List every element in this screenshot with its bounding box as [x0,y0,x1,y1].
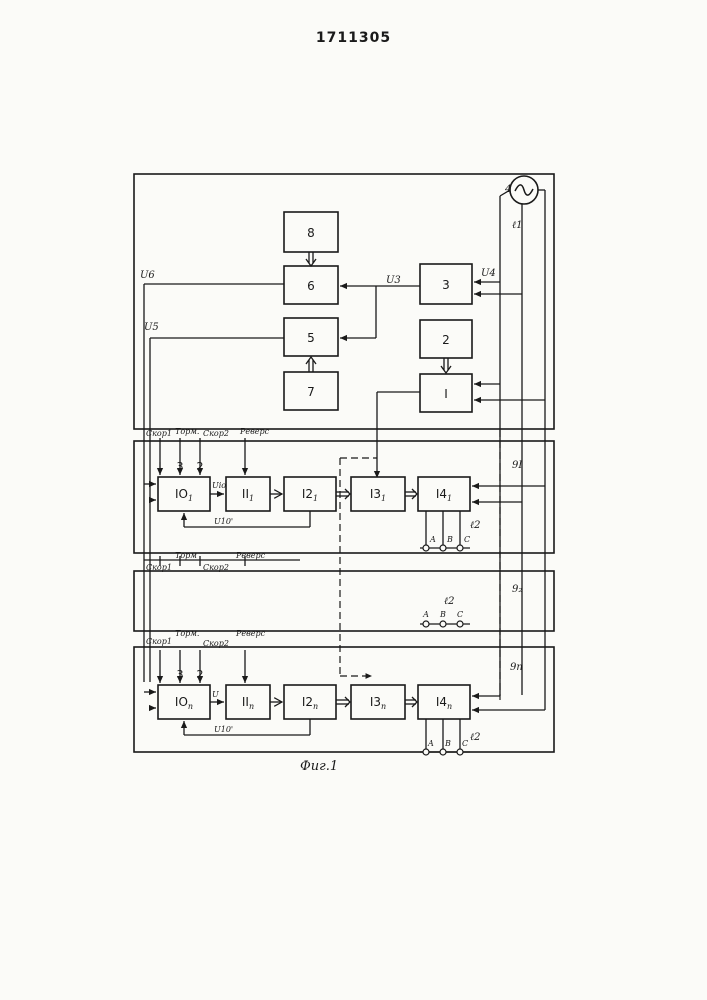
sig1-in3: 3 [177,460,184,473]
label-module-1: 9I [512,460,523,471]
label-l1: ℓ1 [512,220,523,231]
figure-caption: Фиг.1 [300,759,338,774]
label-u10-1: U10' [214,517,233,526]
block-8-label: 8 [307,226,315,240]
label-module-2: 9₂ [512,584,522,595]
sign-in2: 2 [197,668,204,681]
label-u4: U4 [481,268,496,279]
phase-b-2: B [439,610,446,619]
phase-a-n: A [427,739,434,748]
label-u3: U3 [386,275,401,286]
phase-b-1: B [446,535,453,544]
sig1-skor2: Скор2 [203,429,229,438]
sig1-revers: Реверс [239,427,270,436]
frame-top [134,174,554,429]
sign-skor1: Скор1 [146,637,172,646]
label-u10-n: U10' [214,725,233,734]
block-2-label: 2 [442,333,450,347]
block-6-label: 6 [307,279,315,293]
phase-c-2: C [457,610,463,619]
sign-revers: Реверс [235,629,266,638]
sig1-torm: Торм. [175,427,199,436]
phase-b-n: B [444,739,451,748]
sig1-skor1: Скор1 [146,429,172,438]
sig2-torm: Торм [175,551,197,560]
sig1-in2: 2 [197,460,204,473]
block-3-label: 3 [442,278,450,292]
label-u-b10-1: Uio [212,481,226,490]
sign-in3: 3 [177,668,184,681]
label-u6: U6 [140,270,155,281]
label-l2-n: ℓ2 [470,732,481,743]
label-u-b10-n: U [212,690,219,699]
phase-c-1: C [464,535,470,544]
source-number: 4 [504,184,511,195]
block-7-label: 7 [307,385,315,399]
label-l2-1: ℓ2 [470,520,481,531]
sign-torm: Торм. [175,629,199,638]
sign-in1: I [158,668,161,681]
sig2-skor2: Скор2 [203,563,229,572]
sign-skor2: Скор2 [203,639,229,648]
frame-module-2 [134,571,554,631]
sig2-revers: Реверс [235,551,266,560]
label-module-n: 9n [510,662,523,673]
phase-c-n: C [462,739,468,748]
block-1-label: I [444,387,448,401]
label-l2-2: ℓ2 [444,596,455,607]
sig2-skor1: Скор1 [146,563,172,572]
phase-a-2: A [422,610,429,619]
sig1-in1: I [158,460,161,473]
phase-a-1: A [429,535,436,544]
label-u5: U5 [144,322,159,333]
block-5-label: 5 [307,331,315,345]
